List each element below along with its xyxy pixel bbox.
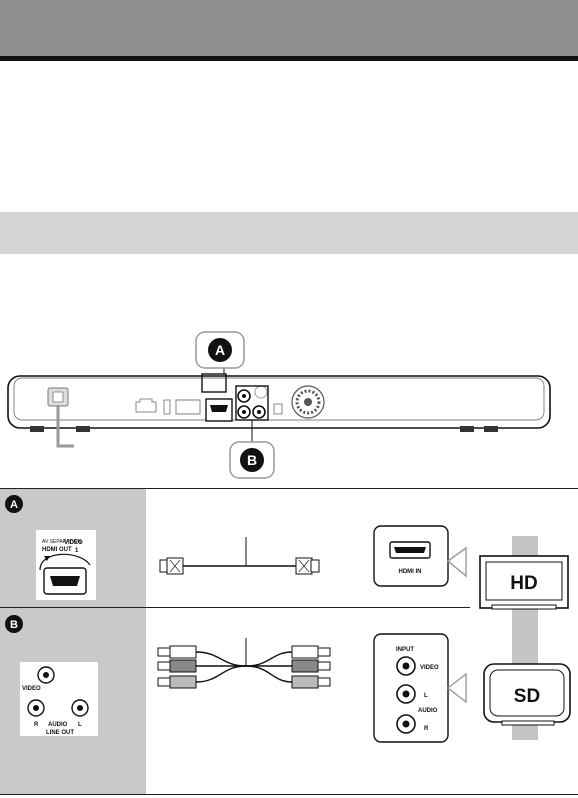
- row-b-tv-audio-label: AUDIO: [418, 708, 438, 714]
- row-b-av-cable: [157, 638, 331, 689]
- row-b-tv-r-label: R: [424, 726, 429, 732]
- callout-a-label: A: [215, 342, 225, 358]
- header-bar: [0, 0, 578, 56]
- row-a-panel-video-label: VIDEO: [64, 540, 83, 546]
- player-rear-panel: [7, 373, 551, 448]
- row-a-panel-video-num: 1: [75, 548, 79, 554]
- row-b-marker-label: B: [10, 619, 18, 631]
- row-a-tv-input-panel: HDMI IN: [373, 525, 467, 587]
- sd-tv-label: SD: [514, 686, 540, 707]
- row-b-panel-image: VIDEO R AUDIO L LINE OUT: [20, 662, 98, 736]
- hd-tv-label: HD: [510, 573, 537, 594]
- callout-b-label: B: [247, 452, 257, 468]
- sd-tv: SD: [483, 663, 571, 726]
- callout-a: A: [195, 331, 245, 374]
- table-bottom-rule: [0, 794, 578, 795]
- row-a-panel-top-label: AV SEPARATION: [42, 539, 82, 545]
- row-b-panel-l-label: L: [78, 722, 82, 728]
- row-a-panel-hdmi-label: HDMI OUT: [42, 547, 72, 553]
- row-a-marker-label: A: [10, 499, 18, 511]
- table-top-rule: [0, 488, 578, 489]
- row-b-panel-video-label: VIDEO: [22, 686, 41, 692]
- header-rule: [0, 56, 578, 61]
- row-b-tv-video-label: VIDEO: [420, 665, 439, 671]
- table-middle-rule: [0, 607, 470, 608]
- row-b-tv-input-panel: INPUT VIDEO L AUDIO R: [373, 633, 467, 743]
- row-b-panel-audio-label: AUDIO: [48, 722, 68, 728]
- row-a-tv-hdmi-in-label: HDMI IN: [399, 569, 422, 575]
- row-b-tv-l-label: L: [424, 693, 428, 699]
- row-b-tv-input-title: INPUT: [396, 647, 414, 653]
- row-b-marker: B: [5, 615, 23, 633]
- row-a-panel-image: AV SEPARATION HDMI OUT VIDEO 1: [36, 530, 96, 600]
- section-bar: [0, 212, 578, 254]
- row-a-hdmi-cable: [159, 537, 320, 575]
- row-b-panel-r-label: R: [34, 722, 39, 728]
- callout-b: B: [229, 420, 275, 479]
- row-a-marker: A: [5, 495, 23, 513]
- row-b-panel-lineout-label: LINE OUT: [46, 730, 74, 736]
- hd-tv: HD: [479, 555, 569, 610]
